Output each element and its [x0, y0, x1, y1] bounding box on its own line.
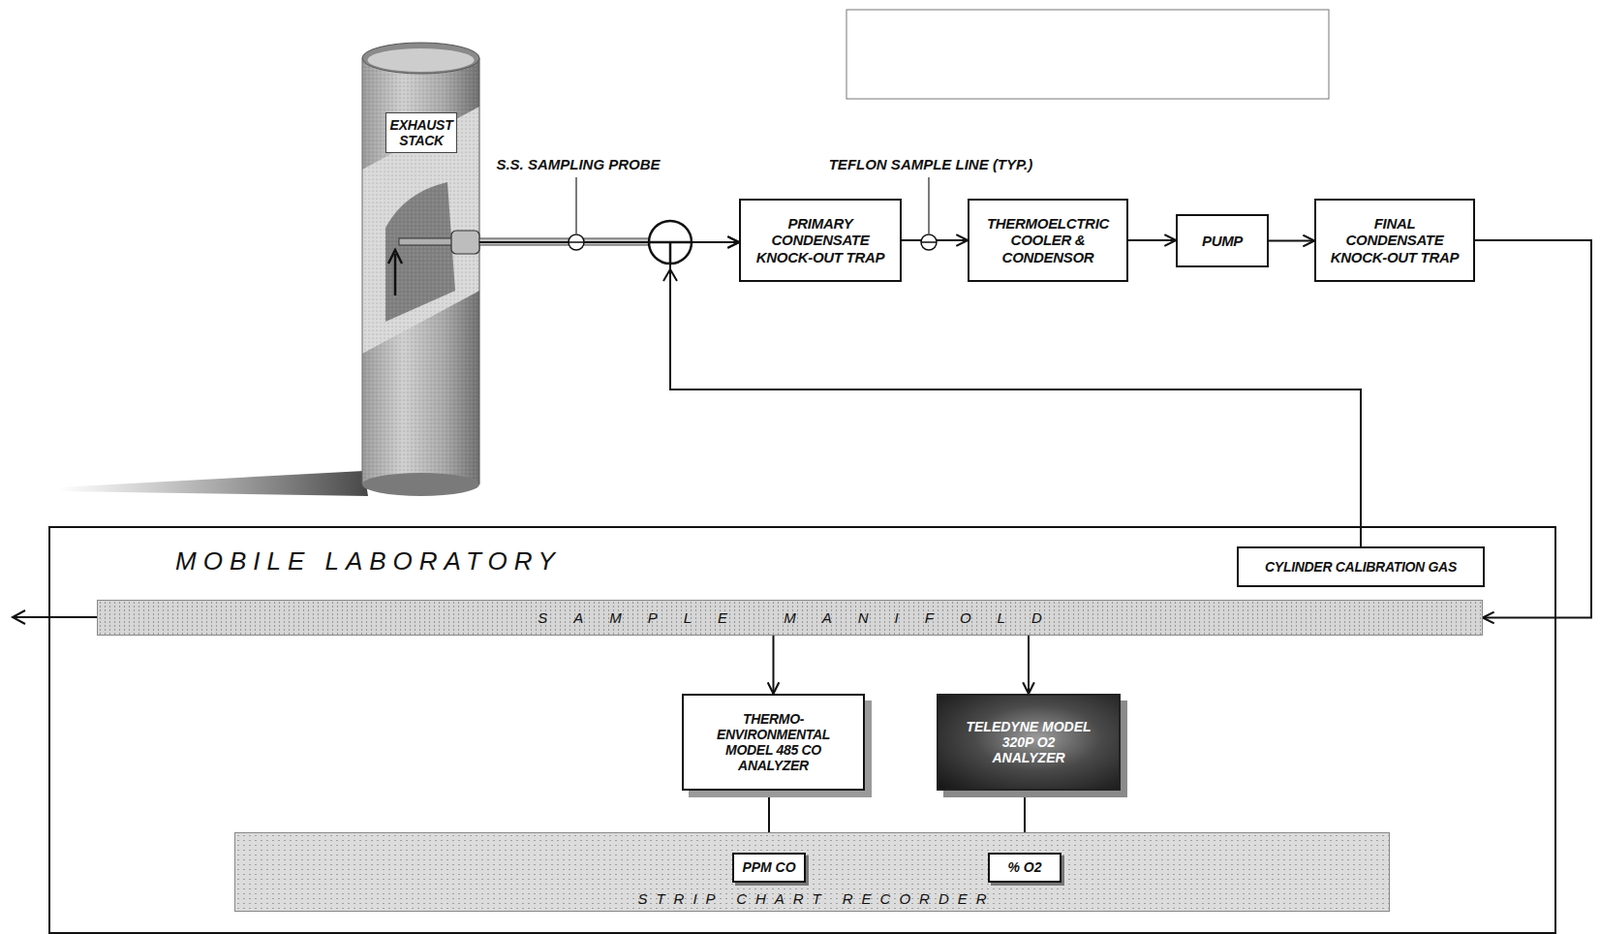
leader-line	[575, 177, 577, 234]
flow-arrow	[670, 242, 1361, 547]
node-text: TELEDYNE MODEL 320P O2 ANALYZER	[964, 718, 1093, 766]
flow-arrow	[772, 635, 775, 694]
process-box: PUMP	[1175, 214, 1269, 268]
leader-line	[927, 177, 929, 234]
analyzer-box: THERMO-ENVIRONMENTAL MODEL 485 CO ANALYZ…	[681, 693, 865, 791]
stack-shadow	[58, 470, 369, 496]
node-text: PUMP	[1201, 232, 1243, 249]
flow-arrow	[1027, 635, 1030, 694]
process-box: THERMOELCTRIC COOLER & CONDENSOR	[967, 198, 1129, 282]
exhaust-stack-drawing	[362, 42, 480, 496]
flow-arrow	[1475, 240, 1592, 618]
flow-arrow	[1268, 240, 1315, 243]
exhaust-vent-line	[13, 615, 97, 618]
analyzer-box: TELEDYNE MODEL 320P O2 ANALYZER	[936, 693, 1121, 791]
node-text: STRIP CHART RECORDER	[235, 890, 1389, 907]
node-text: PPM CO	[741, 859, 796, 875]
sample-tee	[648, 220, 692, 264]
node-text: EXHAUST STACK	[385, 112, 458, 154]
laboratory-enclosure: MOBILE LABORATORY CYLINDER CALIBRATION GA…	[48, 525, 1557, 934]
blank-box	[846, 9, 1329, 99]
channel-tag: PPM CO	[732, 852, 806, 883]
node-text: CYLINDER CALIBRATION GAS	[1264, 558, 1457, 575]
node-text: THERMOELCTRIC COOLER & CONDENSOR	[977, 215, 1119, 266]
exhaust-stack: EXHAUST STACK	[362, 40, 480, 496]
flow-arrow	[1128, 239, 1176, 242]
process-box: FINAL CONDENSATE KNOCK-OUT TRAP	[1314, 198, 1476, 282]
node-text: FINAL CONDENSATE KNOCK-OUT TRAP	[1323, 215, 1466, 266]
arrowhead	[12, 610, 26, 624]
process-box: PRIMARY CONDENSATE KNOCK-OUT TRAP	[738, 198, 902, 282]
line-fitting	[568, 234, 585, 250]
channel-tag: % O2	[987, 852, 1062, 883]
part-label: S.S. SAMPLING PROBE	[493, 155, 662, 173]
line-fitting	[921, 234, 937, 250]
arrowhead	[663, 269, 677, 281]
node-text: MOBILE LABORATORY	[175, 547, 562, 577]
gas-cylinder-box: CYLINDER CALIBRATION GAS	[1236, 546, 1485, 587]
node-text: THERMO-ENVIRONMENTAL MODEL 485 CO ANALYZ…	[709, 710, 838, 773]
node-text: PRIMARY CONDENSATE KNOCK-OUT TRAP	[748, 215, 893, 266]
manifold-band: SAMPLE MANIFOLD	[96, 599, 1483, 636]
node-text: % O2	[1007, 859, 1042, 875]
node-text: SAMPLE MANIFOLD	[511, 609, 1069, 626]
recorder-band: STRIP CHART RECORDER PPM CO % O2	[234, 831, 1390, 912]
part-label: TEFLON SAMPLE LINE (TYP.)	[827, 155, 1036, 173]
